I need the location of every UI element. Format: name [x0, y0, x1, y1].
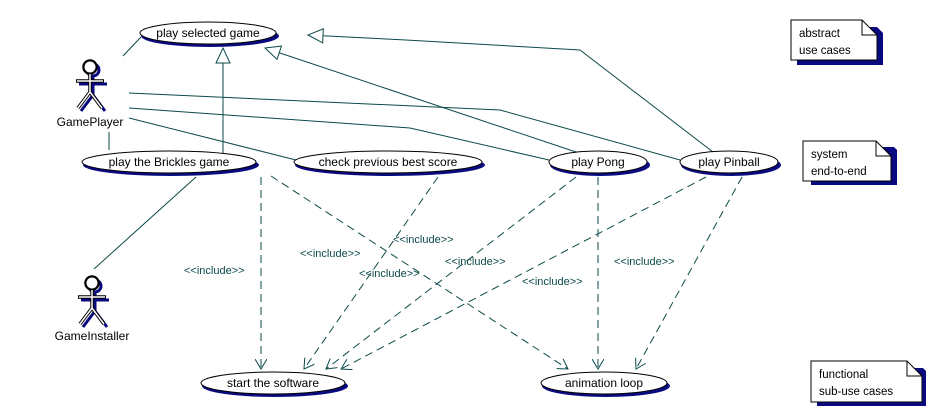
- include-label: <<include>>: [300, 248, 361, 260]
- use-case-check-previous-best-score[interactable]: check previous best score: [293, 150, 485, 176]
- use-case-label: check previous best score: [319, 155, 458, 169]
- includes: [261, 175, 743, 369]
- use-case-label: play the Brickles game: [109, 155, 230, 169]
- note-line: sub-use cases: [819, 386, 893, 398]
- actor-gameplayer[interactable]: GamePlayer: [57, 59, 124, 129]
- note-line: functional: [819, 369, 868, 381]
- note-line: end-to-end: [811, 166, 867, 178]
- generalization-pinball-to-selected[interactable]: [306, 28, 714, 153]
- actor-label: GameInstaller: [55, 329, 130, 343]
- include-label: <<include>>: [522, 276, 583, 288]
- include-label: <<include>>: [393, 234, 454, 246]
- use-case-label: start the software: [227, 376, 319, 390]
- generalizations: [215, 28, 714, 157]
- use-case-label: play selected game: [156, 26, 260, 40]
- association-gameinstaller-brickles[interactable]: [93, 176, 197, 270]
- use-case-play-pong[interactable]: play Pong: [548, 150, 650, 176]
- use-case-animation-loop[interactable]: animation loop: [540, 371, 670, 397]
- note-functional[interactable]: functional sub-use cases: [810, 360, 926, 406]
- actor-label: GamePlayer: [57, 115, 124, 129]
- note-abstract[interactable]: abstract use cases: [790, 19, 883, 65]
- include-label: <<include>>: [614, 256, 675, 268]
- use-case-play-selected-game[interactable]: play selected game: [139, 21, 279, 47]
- note-system[interactable]: system end-to-end: [802, 140, 897, 185]
- use-case-label: play Pinball: [698, 155, 759, 169]
- include-label: <<include>>: [445, 256, 506, 268]
- include-labels: <<include>> <<include>> <<include>> <<in…: [184, 234, 675, 288]
- use-case-start-the-software[interactable]: start the software: [200, 371, 348, 397]
- association-gameplayer-play-selected-game[interactable]: [122, 36, 142, 57]
- use-case-play-brickles-game[interactable]: play the Brickles game: [81, 150, 259, 176]
- include-label: <<include>>: [359, 268, 420, 280]
- use-case-play-pinball[interactable]: play Pinball: [679, 150, 781, 176]
- include-pinball-animation[interactable]: [636, 176, 743, 369]
- use-case-label: play Pong: [571, 155, 624, 169]
- stick-figure-icon: [78, 275, 109, 328]
- generalization-pong-to-selected[interactable]: [263, 45, 589, 157]
- include-pinball-start[interactable]: [341, 176, 707, 369]
- stick-figure-icon: [76, 59, 107, 112]
- note-line: abstract: [799, 28, 841, 40]
- note-line: system: [811, 149, 847, 161]
- include-label: <<include>>: [184, 265, 245, 277]
- note-line: use cases: [799, 45, 851, 57]
- actor-gameinstaller[interactable]: GameInstaller: [55, 275, 130, 343]
- include-pong-start[interactable]: [326, 176, 577, 369]
- association-gameplayer-check-score[interactable]: [128, 117, 297, 161]
- include-check-score-start[interactable]: [304, 176, 439, 369]
- use-case-label: animation loop: [565, 376, 643, 390]
- include-brickles-animation[interactable]: [270, 175, 568, 369]
- association-gameplayer-pinball[interactable]: [128, 92, 681, 161]
